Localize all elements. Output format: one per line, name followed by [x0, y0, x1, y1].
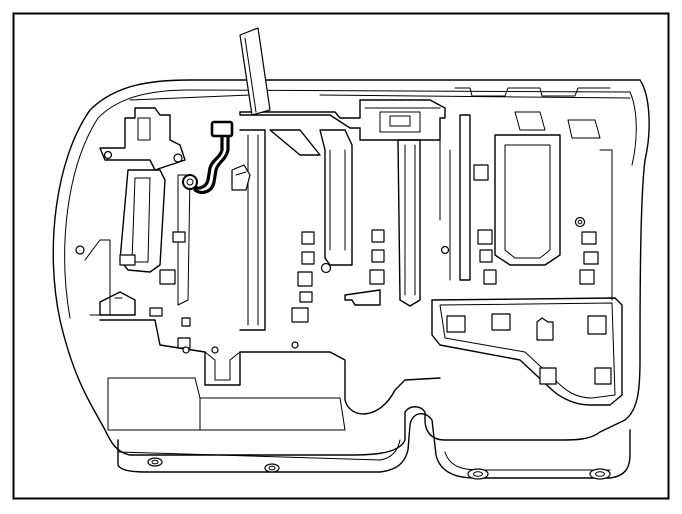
frame-holes	[75, 216, 586, 354]
left-lower-ridge	[204, 351, 241, 381]
frame-inner-rim	[64, 89, 637, 319]
left-mid-windows	[159, 231, 191, 349]
left-rail-side	[177, 174, 191, 306]
left-lower-panel-inner	[107, 377, 201, 431]
left-cutouts	[119, 254, 191, 327]
center-hook	[344, 289, 381, 306]
left-top-bracket	[99, 107, 186, 171]
harness-grommet-center	[186, 178, 194, 186]
wire-harness-connector	[182, 120, 251, 194]
right-pocket-upper-2	[567, 119, 601, 139]
center-small-clip	[299, 291, 313, 303]
left-bracket-hole-2	[103, 150, 113, 160]
right-tall-pocket	[494, 134, 561, 266]
flange-edge-left	[444, 451, 611, 471]
flange-bolt-holes	[147, 457, 611, 480]
left-top-bracket-slot	[137, 117, 151, 141]
left-lower-panel	[99, 319, 441, 415]
left-foot-bracket	[99, 291, 136, 316]
figure-border	[12, 12, 670, 500]
center-bracket-connector	[269, 129, 321, 156]
center-top-bracket	[239, 99, 446, 141]
harness-connector	[210, 120, 234, 138]
seat-cushion-frame	[52, 27, 650, 480]
harness-wire	[190, 126, 224, 190]
channel-mid	[319, 129, 353, 266]
anchor-tab-edge	[244, 37, 257, 113]
left-rail-inner	[131, 177, 151, 263]
right-pocket-upper	[514, 111, 546, 131]
right-tall-pocket-inner	[504, 144, 551, 259]
harness-clip-edge	[235, 171, 247, 176]
channel-right-inner	[404, 144, 416, 296]
left-bracket-hole	[173, 153, 183, 163]
frame-bottom-flange-inner	[117, 439, 401, 461]
anchor-tab	[239, 27, 271, 116]
center-top-bracket-inner	[364, 107, 441, 133]
channel-far-right	[459, 114, 471, 281]
frame-outer-outline	[52, 79, 650, 456]
channel-center-left	[239, 129, 266, 331]
channel-center-left-inner	[247, 134, 259, 326]
right-side-rib	[599, 149, 613, 301]
left-small-clip	[149, 307, 163, 317]
right-raised-pad	[431, 297, 623, 406]
channel-right	[397, 139, 421, 307]
channel-mid-inner	[329, 149, 346, 251]
harness-wire-2	[193, 126, 230, 194]
harness-grommet	[182, 174, 198, 190]
center-windows	[291, 164, 599, 323]
left-lower-step	[199, 397, 346, 431]
harness-clip	[231, 164, 251, 191]
rib-lines	[439, 129, 451, 281]
right-pad-windows	[446, 313, 612, 385]
frame-bottom-flange	[117, 413, 631, 479]
center-top-bracket-slot	[389, 115, 411, 127]
left-stamping	[84, 239, 111, 316]
frame-top-notches	[454, 87, 611, 97]
